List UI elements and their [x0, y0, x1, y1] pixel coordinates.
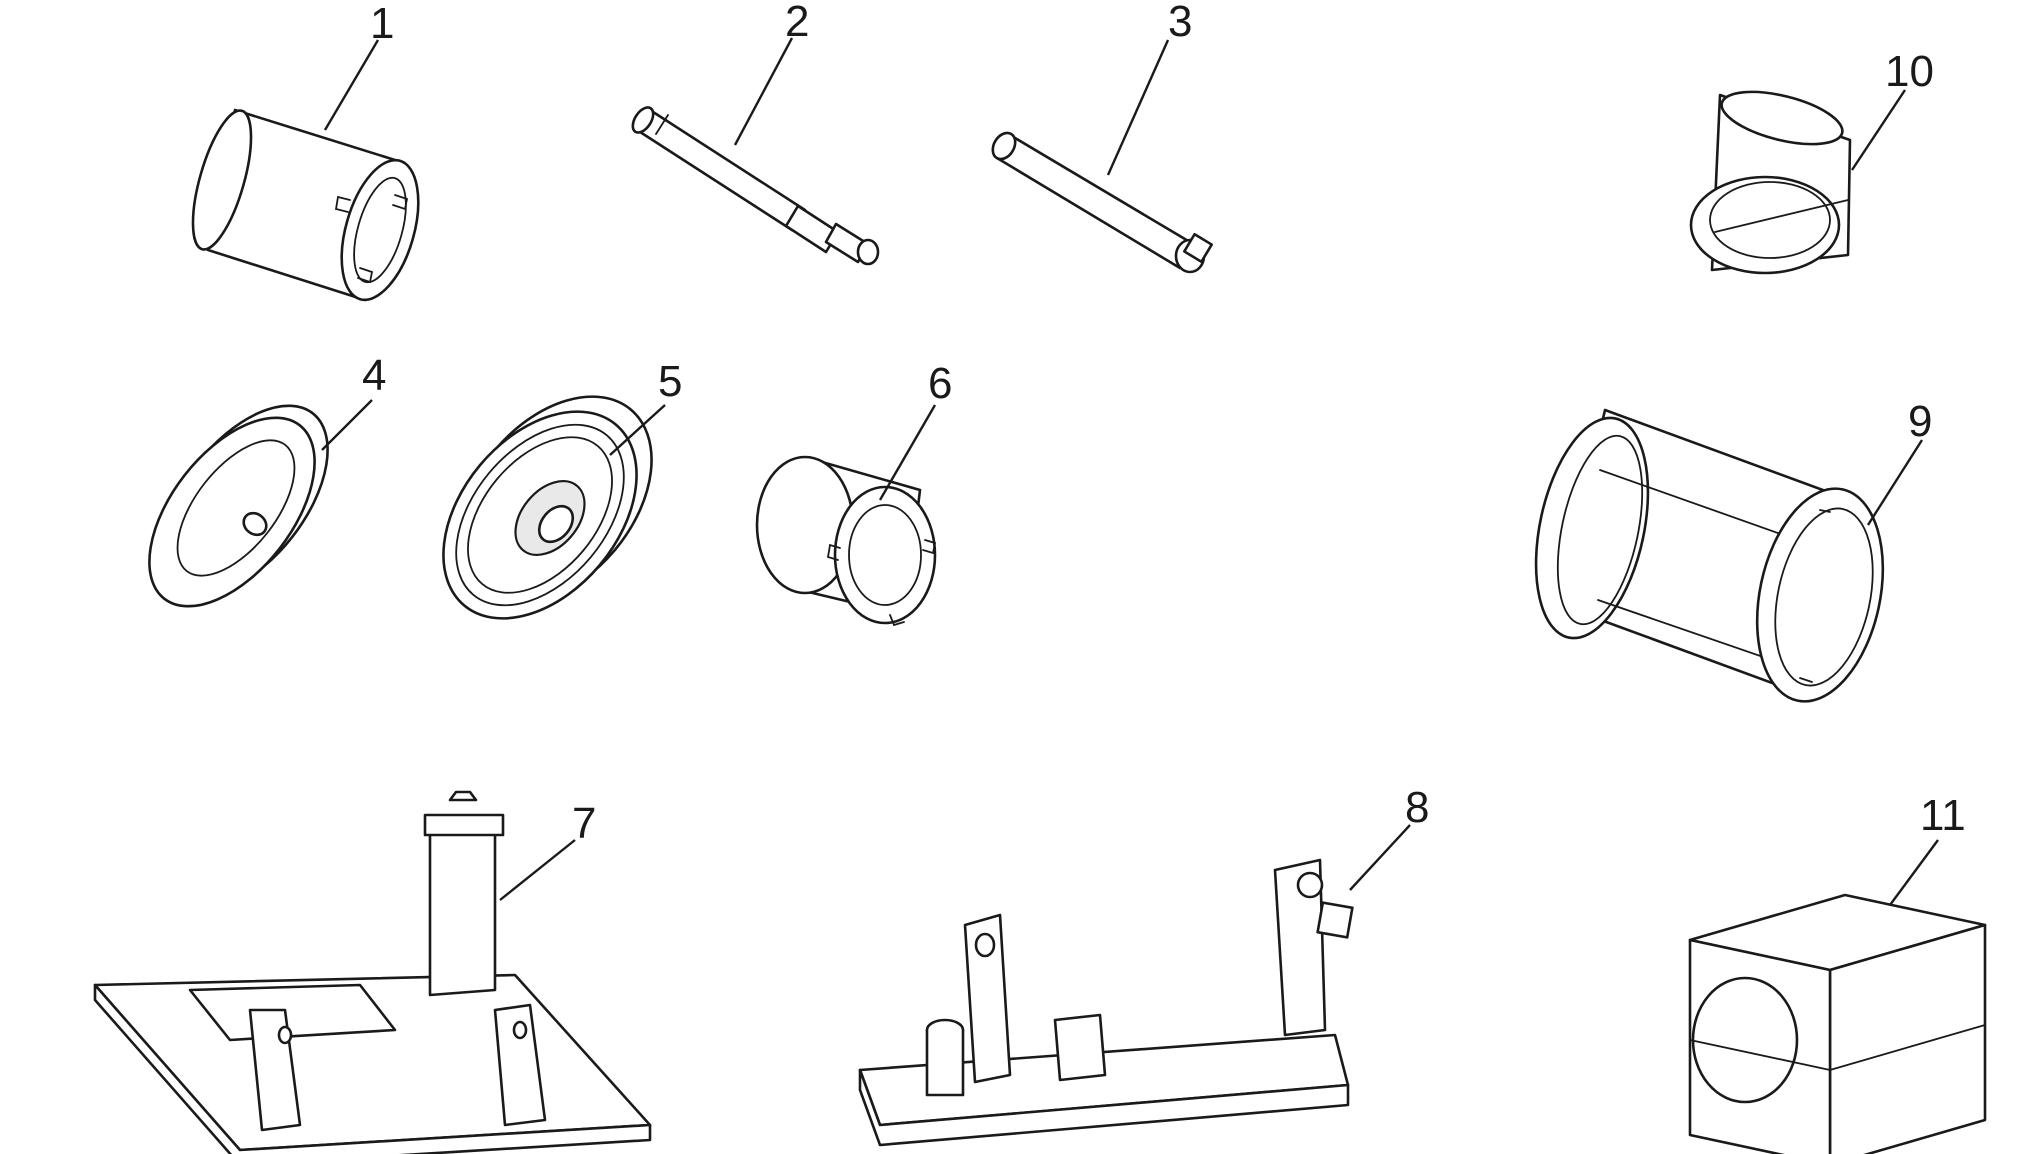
callout-10: 10 — [1850, 47, 1934, 171]
callout-label-8: 8 — [1405, 783, 1429, 832]
leader-2 — [733, 37, 794, 146]
callout-label-5: 5 — [658, 357, 682, 406]
leader-11 — [1889, 839, 1939, 906]
leader-10 — [1850, 89, 1907, 171]
leader-4 — [321, 399, 373, 451]
callout-label-9: 9 — [1908, 397, 1932, 446]
callout-7: 7 — [499, 799, 596, 901]
part-2-stepped-pin — [631, 106, 880, 266]
part-3-straight-pin — [991, 131, 1214, 274]
callout-label-10: 10 — [1885, 47, 1934, 96]
callout-11: 11 — [1889, 791, 1966, 906]
part-11-split-block — [1688, 893, 1987, 1154]
part-8-bracket-fixture — [858, 858, 1354, 1147]
callout-6: 6 — [878, 359, 952, 501]
part-7-base-fixture — [93, 790, 652, 1154]
leader-7 — [499, 839, 576, 901]
callout-5: 5 — [609, 357, 682, 456]
leader-9 — [1866, 439, 1924, 526]
leader-1 — [323, 39, 380, 131]
leader-6 — [878, 404, 937, 501]
callout-3: 3 — [1106, 0, 1192, 176]
callout-label-1: 1 — [370, 0, 394, 48]
callout-8: 8 — [1349, 783, 1429, 891]
callout-label-11: 11 — [1920, 791, 1966, 840]
callout-label-6: 6 — [928, 359, 952, 408]
part-9-spool — [1534, 408, 1885, 703]
callout-4: 4 — [321, 351, 386, 451]
callout-2: 2 — [733, 0, 809, 146]
leader-3 — [1106, 39, 1170, 176]
callout-label-2: 2 — [785, 0, 809, 46]
leader-8 — [1349, 824, 1411, 891]
leader-5 — [609, 404, 666, 456]
callout-9: 9 — [1866, 397, 1932, 526]
callout-label-7: 7 — [572, 799, 596, 848]
callout-1: 1 — [323, 0, 394, 131]
callout-label-4: 4 — [362, 351, 386, 400]
part-1-socket-sleeve — [191, 108, 420, 302]
callout-label-3: 3 — [1168, 0, 1192, 46]
part-5-grooved-disc — [442, 395, 653, 620]
part-10-bushing — [1689, 90, 1852, 275]
part-6-castellated-socket — [755, 455, 937, 627]
part-4-disc — [148, 404, 329, 608]
